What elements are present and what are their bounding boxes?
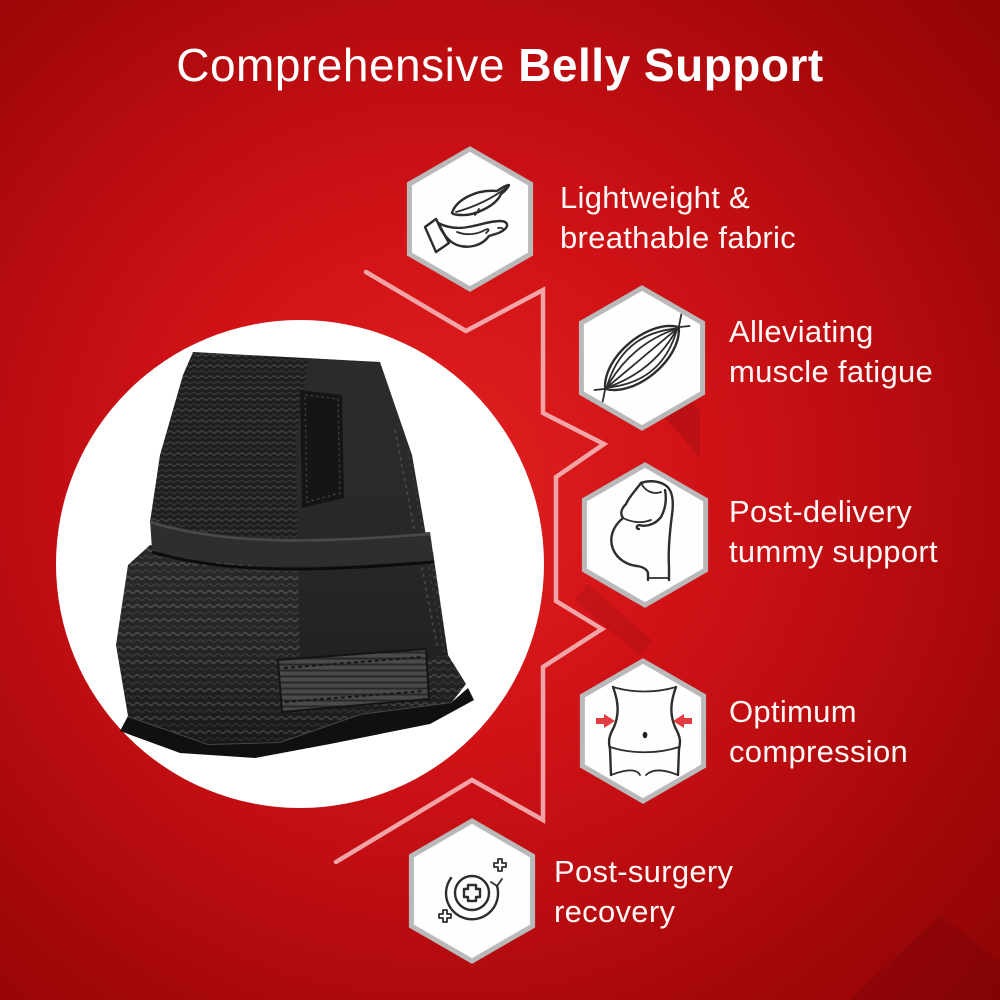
arrow-right	[673, 714, 692, 728]
feature-hexagon-4	[579, 658, 707, 804]
feature-label-recovery: Post-surgery recovery	[554, 854, 734, 929]
title-regular: Comprehensive	[176, 39, 505, 91]
feature-label-muscle-fatigue: Alleviating muscle fatigue	[729, 314, 934, 389]
arrow-left	[596, 714, 615, 728]
feature-label-compression: Optimum compression	[729, 694, 909, 769]
elastic-strap-end	[276, 647, 431, 714]
medical-recovery-icon	[438, 858, 507, 923]
feature-label-lightweight: Lightweight & breathable fabric	[560, 180, 797, 255]
feature-hexagon-3	[581, 462, 709, 608]
page-title: Comprehensive Belly Support	[0, 38, 1000, 92]
muscle-icon	[593, 313, 691, 403]
feature-hexagon-2	[578, 285, 706, 431]
feature-hexagon-5	[408, 818, 536, 964]
hand-feather-icon	[423, 183, 511, 254]
feature-label-tummy-support: Post-delivery tummy support	[729, 494, 938, 569]
connector-zigzag	[333, 269, 609, 865]
title-bold: Belly Support	[518, 39, 824, 91]
pregnant-woman-icon	[610, 480, 674, 582]
waist-compression-icon	[596, 685, 692, 777]
product-photo	[56, 320, 544, 808]
feature-hexagon-1	[406, 146, 534, 292]
